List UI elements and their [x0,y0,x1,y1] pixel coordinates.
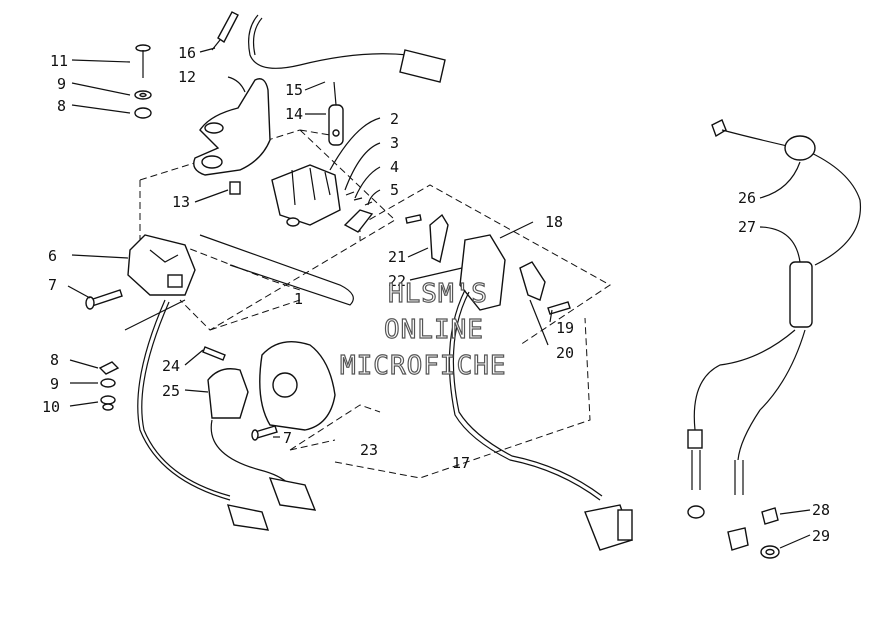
callout-29: 29 [812,527,830,545]
screw-part-19 [547,301,571,315]
callout-17: 17 [452,454,470,472]
callout-6: 6 [48,247,57,265]
leader-lines [67,47,811,549]
callout-9-bottom: 9 [50,375,59,393]
callout-27: 27 [738,218,756,236]
washer-part-9-bottom [100,378,116,388]
housing-part-22 [459,234,506,311]
callout-20: 20 [556,344,574,362]
callout-12: 12 [178,68,196,86]
callout-25: 25 [162,382,180,400]
wire-left [137,299,270,531]
screw-part-24 [202,346,226,361]
callout-labels: 11 9 8 16 12 15 14 2 3 4 5 13 6 7 1 8 9 … [42,44,830,545]
bracket-part-21 [405,213,449,264]
assembly-17-outline [334,317,591,479]
watermark: HLSM'S ONLINE MICROFICHE [339,278,507,381]
callout-21: 21 [388,248,406,266]
watermark-line-3: MICROFICHE [340,351,507,381]
tab-part-14 [328,81,344,146]
assembly-23-outline [289,404,381,451]
callout-19: 19 [556,319,574,337]
washer-part-9-top [134,90,152,100]
callout-22: 22 [388,272,406,290]
callout-8-top: 8 [57,97,66,115]
housing-part-25 [207,368,317,511]
callout-23: 23 [360,441,378,459]
callout-9-top: 9 [57,75,66,93]
callout-18: 18 [545,213,563,231]
callout-28: 28 [812,501,830,519]
washer-part-10-bottom [100,395,116,411]
callout-2: 2 [390,110,399,128]
clip-part-20 [519,261,546,301]
washer-part-29 [760,545,780,559]
cable-part-27 [687,119,862,519]
callout-3: 3 [390,134,399,152]
watermark-line-2: ONLINE [384,315,484,345]
harness-part-17 [448,289,633,551]
callout-1: 1 [294,290,303,308]
screw-part-7-left [85,289,123,310]
callout-10: 10 [42,398,60,416]
nut-part-8-top [134,107,152,119]
housing-part-1 [199,164,354,306]
screw-part-7-lower [251,425,278,441]
callout-11: 11 [50,52,68,70]
cover-part-23 [259,341,336,431]
callout-4: 4 [390,158,399,176]
harness-part-15 [248,14,446,83]
watermark-line-1: HLSM'S [388,279,488,309]
callout-24: 24 [162,357,180,375]
pin-part-11 [135,44,151,78]
clip-part-28 [727,507,779,551]
callout-14: 14 [285,105,303,123]
nut-part-8-bottom [98,361,120,375]
callout-7-lower: 7 [283,429,292,447]
callout-8-bottom: 8 [50,351,59,369]
callout-5: 5 [390,181,399,199]
callout-15: 15 [285,81,303,99]
callout-7-left: 7 [48,276,57,294]
lever-part-12 [193,78,271,176]
throttle-body-part-6 [127,234,196,296]
callout-26: 26 [738,189,756,207]
spacer-part-13 [229,181,241,195]
callout-13: 13 [172,193,190,211]
switch-parts-2-5 [343,191,374,233]
assembly-1-bracket [179,244,301,331]
terminal-part-16 [211,11,239,51]
callout-16: 16 [178,44,196,62]
